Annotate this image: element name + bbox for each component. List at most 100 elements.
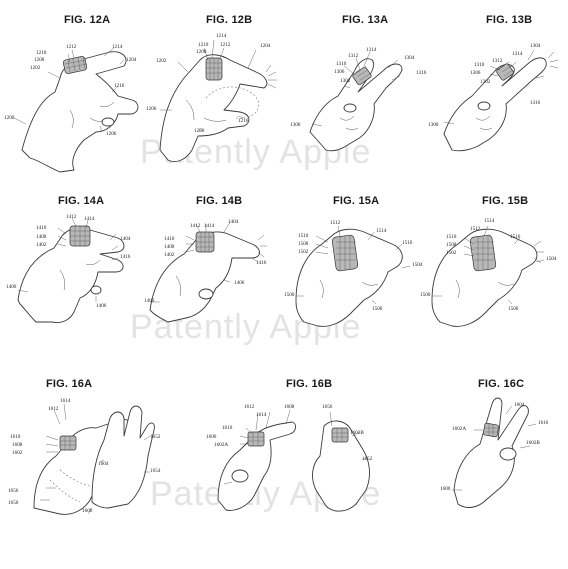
ref-numeral: 1414 <box>84 216 95 222</box>
ref-numeral: 1500 <box>420 292 431 298</box>
figure-title-16c: FIG. 16C <box>478 378 525 390</box>
ref-numeral: 1210 <box>198 42 209 48</box>
ref-numeral: 1652 <box>150 434 161 440</box>
ref-numeral: 1400 <box>6 284 17 290</box>
ref-numeral: 1512 <box>470 226 481 232</box>
ref-numeral: 1510 <box>446 234 457 240</box>
ref-numeral: 1306 <box>470 70 481 76</box>
ref-numeral: 1512 <box>330 220 341 226</box>
ref-numeral: 1216 <box>238 118 249 124</box>
figure-title-16b: FIG. 16B <box>286 378 333 390</box>
ref-numeral: 1656 <box>322 404 333 410</box>
ref-numeral: 1212 <box>220 42 231 48</box>
ref-numeral: 1202 <box>156 58 167 64</box>
ref-numeral: 1410 <box>164 236 175 242</box>
ref-numeral: 1206 <box>146 106 157 112</box>
ref-numeral: 1654 <box>150 468 161 474</box>
ref-numeral: 1516 <box>510 234 521 240</box>
ref-numeral: 1200 <box>4 115 15 121</box>
fig13a-hand-drawing <box>309 51 403 152</box>
ref-numeral: 1416 <box>256 260 267 266</box>
ref-numeral: 1202 <box>30 65 41 71</box>
ref-numeral: 1606 <box>206 434 217 440</box>
figure-title-13a: FIG. 13A <box>342 14 389 26</box>
figure-title-12a: FIG. 12A <box>64 14 111 26</box>
ref-numeral: 1608 <box>284 404 295 410</box>
figure-title-14a: FIG. 14A <box>58 195 105 207</box>
ref-numeral: 1410 <box>36 225 47 231</box>
ref-numeral: 1404 <box>228 219 239 225</box>
ref-numeral: 1304 <box>404 55 415 61</box>
ref-numeral: 1412 <box>190 223 201 229</box>
ref-numeral: 1300 <box>428 122 439 128</box>
ref-numeral: 1408 <box>164 244 175 250</box>
ref-numeral: 1312 <box>348 53 359 59</box>
ref-numeral: 1500 <box>284 292 295 298</box>
ref-numeral: 1306 <box>334 69 345 75</box>
ref-numeral: 1416 <box>120 254 131 260</box>
ref-numeral: 1514 <box>484 218 495 224</box>
ref-numeral: 1502 <box>446 250 457 256</box>
fig12b-hand-drawing <box>159 39 277 162</box>
ref-numeral: 1610 <box>10 434 21 440</box>
ref-numeral: 1614 <box>256 412 267 418</box>
ref-numeral: 1204 <box>126 57 137 63</box>
ref-numeral: 1206 <box>106 131 117 137</box>
ref-numeral: 1402 <box>36 242 47 248</box>
ref-numeral: 1612 <box>48 406 59 412</box>
figure-title-16a: FIG. 16A <box>46 378 93 390</box>
ref-numeral: 1608 <box>12 442 23 448</box>
ref-numeral: 1200 <box>194 128 205 134</box>
fig16a-hand-drawing <box>33 403 155 515</box>
ref-numeral: 1310 <box>474 62 485 68</box>
ref-numeral: 1212 <box>66 44 77 50</box>
ref-numeral: 1604 <box>98 461 109 467</box>
ref-numeral: 1508 <box>298 241 309 247</box>
ref-numeral: 1606 <box>82 508 93 514</box>
ref-numeral: 1316 <box>416 70 427 76</box>
ref-numeral: 1204 <box>260 43 271 49</box>
ref-numeral: 1402 <box>164 252 175 258</box>
ref-numeral: 1602A <box>452 426 467 432</box>
ref-numeral: 1656 <box>8 488 19 494</box>
ref-numeral: 1508 <box>446 242 457 248</box>
fig14b-hand-drawing <box>149 221 267 323</box>
ref-numeral: 1404 <box>120 236 131 242</box>
fig12a-hand-drawing <box>13 47 139 173</box>
ref-numeral: 1612 <box>244 404 255 410</box>
ref-numeral: 1208 <box>196 49 207 55</box>
ref-numeral: 1504 <box>546 256 557 262</box>
figure-title-14b: FIG. 14B <box>196 195 243 207</box>
figure-title-15b: FIG. 15B <box>482 195 529 207</box>
ref-numeral: 1210 <box>36 50 47 56</box>
fig16c-hand-drawing <box>452 397 537 508</box>
ref-numeral: 1312 <box>492 58 503 64</box>
fig16b-hand-drawing <box>217 409 370 512</box>
ref-numeral: 1314 <box>366 47 377 53</box>
ref-numeral: 1412 <box>66 214 77 220</box>
ref-numeral: 1406 <box>234 280 245 286</box>
ref-numeral: 1602 <box>12 450 23 456</box>
ref-numeral: 1604 <box>514 402 525 408</box>
ref-numeral: 1602B <box>526 440 540 446</box>
figure-title-15a: FIG. 15A <box>333 195 380 207</box>
figure-title-12b: FIG. 12B <box>206 14 253 26</box>
ref-numeral: 1302 <box>340 78 351 84</box>
ref-numeral: 1208 <box>34 57 45 63</box>
fig15a-hand-drawing <box>295 225 411 327</box>
ref-numeral: 1652 <box>362 456 373 462</box>
ref-numeral: 1516 <box>402 240 413 246</box>
ref-numeral: 1214 <box>216 33 227 39</box>
figure-title-13b: FIG. 13B <box>486 14 533 26</box>
fig15b-hand-drawing <box>431 225 545 327</box>
ref-numeral: 1414 <box>204 223 215 229</box>
ref-numeral: 1514 <box>376 228 387 234</box>
ref-numeral: 1506 <box>508 306 519 312</box>
ref-numeral: 1650 <box>8 500 19 506</box>
ref-numeral: 1216 <box>114 83 125 89</box>
ref-numeral: 1304 <box>530 43 541 49</box>
ref-numeral: 1300 <box>290 122 301 128</box>
ref-numeral: 1302 <box>480 79 491 85</box>
